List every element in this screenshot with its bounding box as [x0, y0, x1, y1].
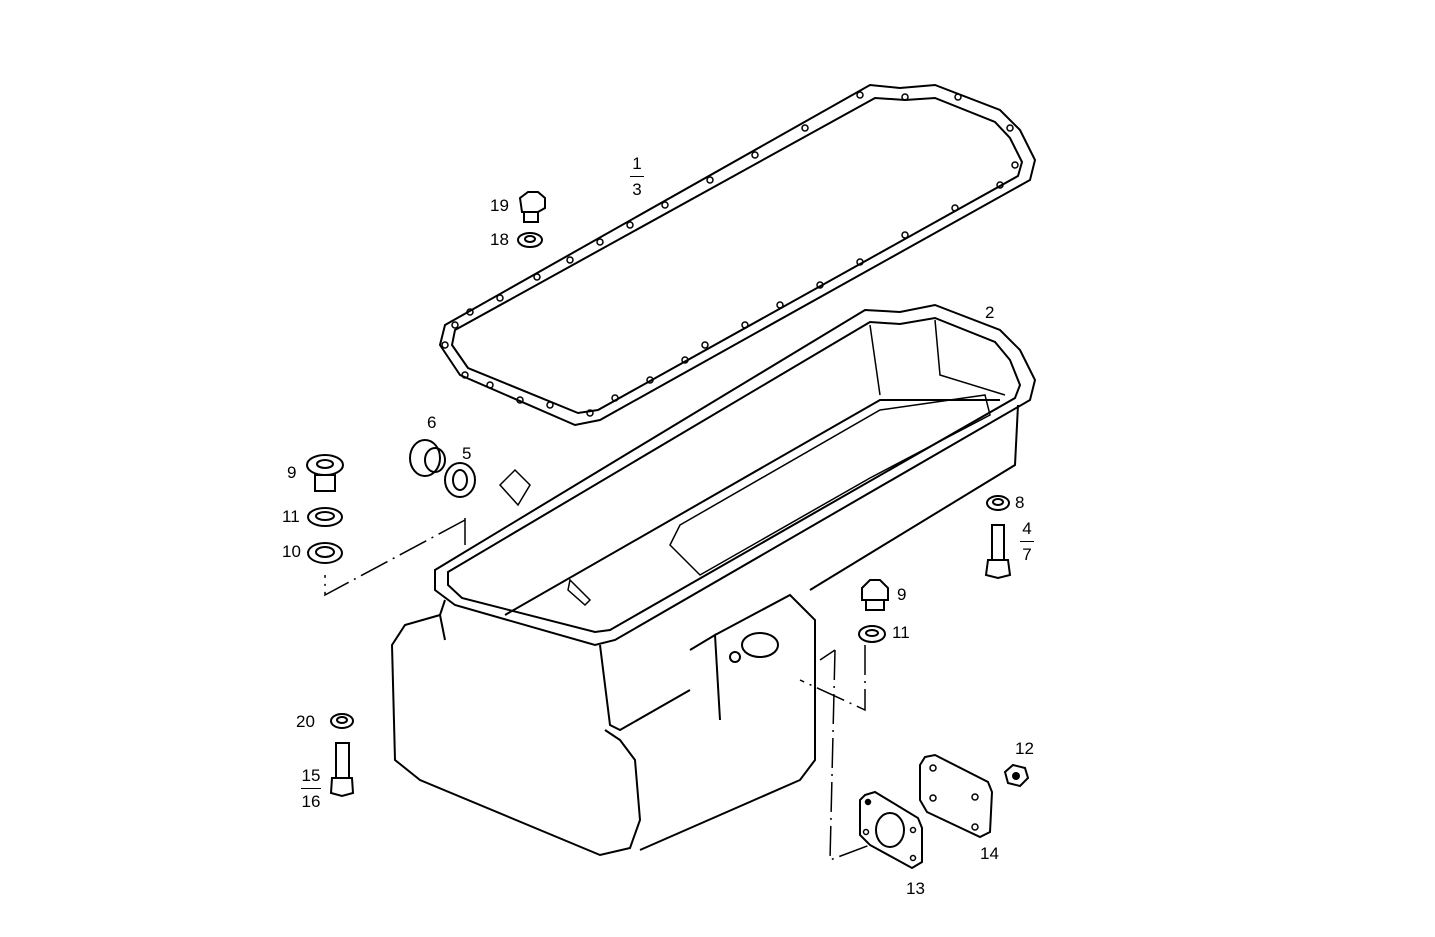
- label-15: 15: [301, 766, 321, 785]
- label-19: 19: [490, 196, 509, 215]
- label-13: 13: [906, 879, 925, 898]
- label-4-7: 4 7: [1020, 520, 1034, 563]
- label-6: 6: [427, 413, 437, 432]
- label-5: 5: [462, 444, 472, 463]
- label-1-3: 1 3: [630, 155, 644, 198]
- label-11-right: 11: [892, 623, 910, 642]
- label-9-left: 9: [287, 463, 297, 482]
- fraction-bar: [301, 788, 321, 789]
- label-15-16: 15 16: [301, 767, 321, 810]
- label-8: 8: [1015, 493, 1025, 512]
- label-12: 12: [1015, 739, 1034, 758]
- label-4: 4: [1022, 519, 1032, 538]
- label-14: 14: [980, 844, 999, 863]
- label-18: 18: [490, 230, 509, 249]
- label-20: 20: [296, 712, 315, 731]
- label-3: 3: [632, 180, 642, 199]
- label-10: 10: [282, 542, 301, 561]
- label-2: 2: [985, 303, 995, 322]
- label-16: 16: [301, 792, 321, 811]
- fraction-bar: [1020, 541, 1034, 542]
- leader-lines: [324, 518, 871, 862]
- label-11-left: 11: [282, 507, 300, 526]
- gasket: [438, 83, 1037, 427]
- fraction-bar: [630, 176, 644, 177]
- label-1: 1: [632, 154, 642, 173]
- label-9-right: 9: [897, 585, 907, 604]
- oil-pan: [390, 303, 1037, 857]
- parts-small: [306, 191, 1030, 870]
- label-7: 7: [1022, 545, 1032, 564]
